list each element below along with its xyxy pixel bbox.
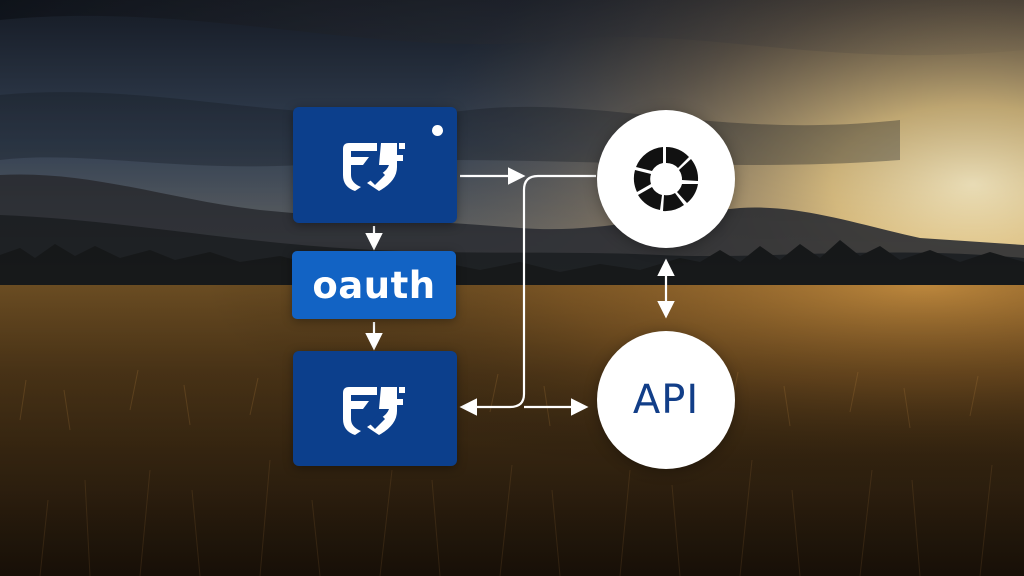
app-node-top[interactable] bbox=[293, 107, 457, 223]
oauth-node[interactable]: oauth bbox=[292, 251, 456, 319]
app-node-bottom[interactable] bbox=[293, 351, 457, 466]
service-node[interactable] bbox=[597, 110, 735, 248]
api-node[interactable]: API bbox=[597, 331, 735, 469]
shield-check-icon bbox=[343, 143, 405, 191]
ring-segments-icon bbox=[633, 147, 699, 212]
status-dot bbox=[432, 125, 443, 136]
api-label: API bbox=[632, 377, 700, 423]
oauth-label: oauth bbox=[312, 263, 436, 307]
shield-check-icon bbox=[343, 386, 405, 435]
